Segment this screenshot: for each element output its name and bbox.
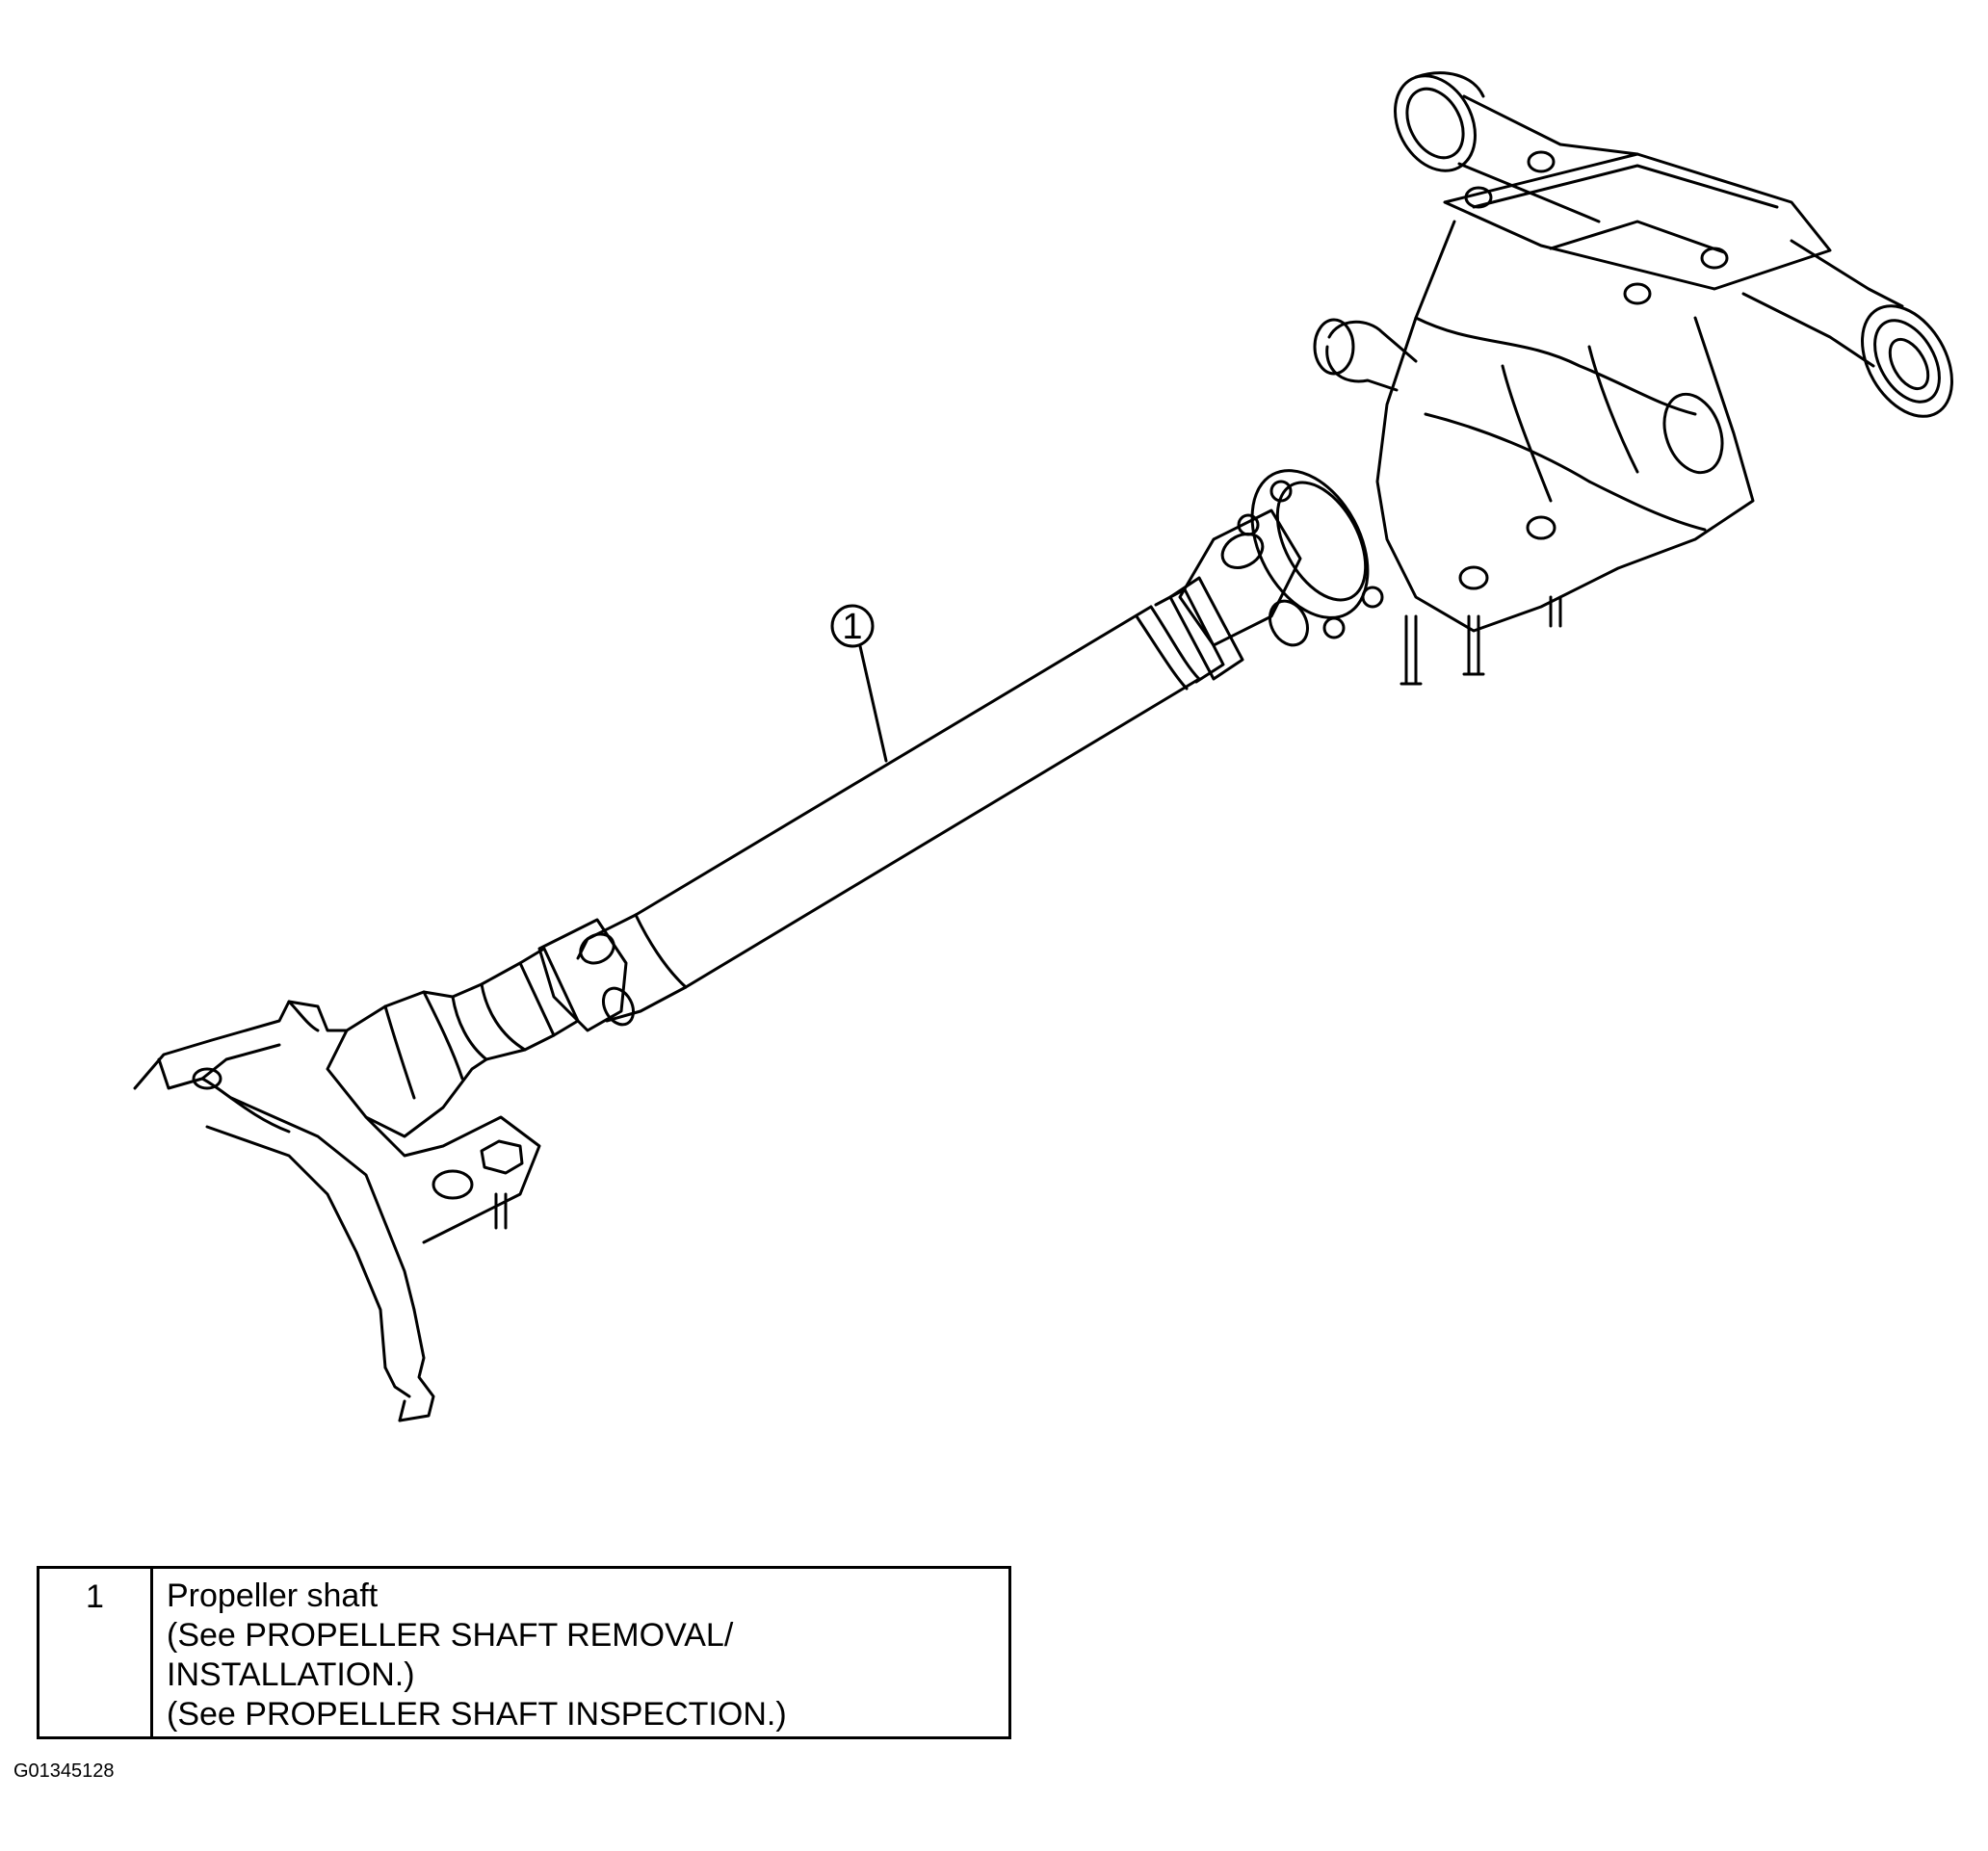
legend-number: 1 [86,1578,104,1615]
legend-number-cell: 1 [39,1569,153,1736]
legend-description-cell: Propeller shaft (See PROPELLER SHAFT REM… [153,1569,1008,1736]
figure-id: G01345128 [13,1760,115,1782]
rear-universal-joint [1154,469,1384,684]
legend-reference-installation: INSTALLATION.) [167,1656,415,1693]
legend-part-name: Propeller shaft [167,1577,379,1614]
transmission-extension [133,990,541,1422]
rear-differential [1313,71,1953,686]
shaft-tube [634,605,1201,989]
legend-table: 1 Propeller shaft (See PROPELLER SHAFT R… [37,1566,1011,1739]
legend-reference-removal: (See PROPELLER SHAFT REMOVAL/ [167,1617,734,1654]
propeller-shaft-illustration: 1 [133,71,1953,1422]
callout-1 [830,604,888,763]
callout-number: 1 [842,607,862,647]
legend-reference-inspection: (See PROPELLER SHAFT INSPECTION.) [167,1696,787,1733]
front-universal-joint [451,913,688,1061]
